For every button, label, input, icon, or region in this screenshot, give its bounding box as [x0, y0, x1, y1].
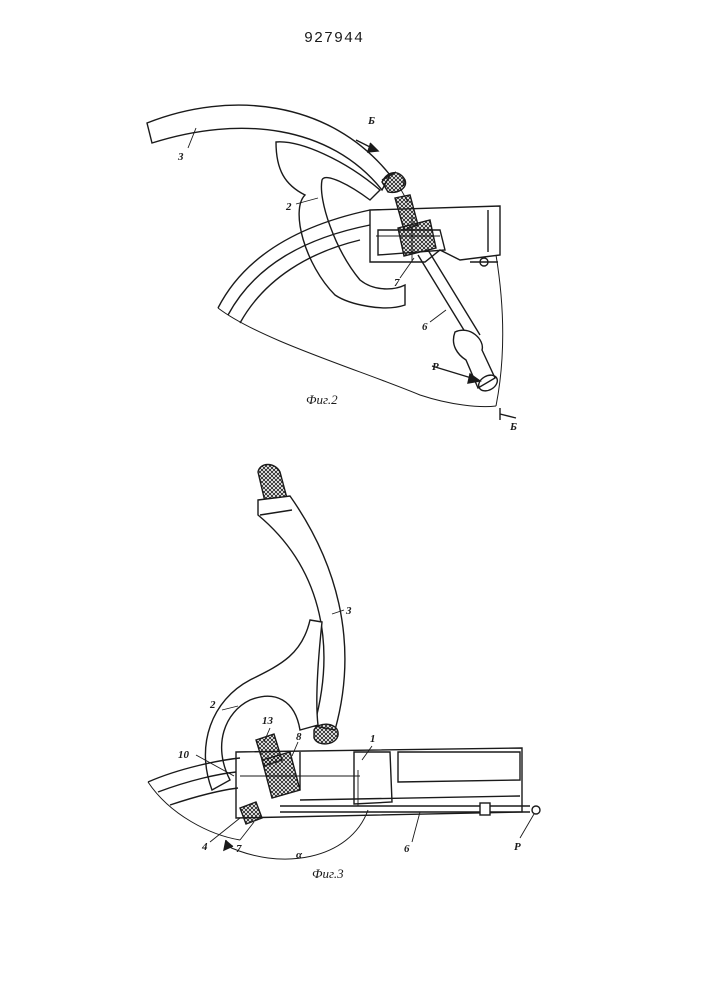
- figure-3: [148, 465, 540, 860]
- fig2-label-p: P: [432, 361, 439, 373]
- fig2-label-2: 2: [285, 201, 292, 213]
- fig3-label-10: 10: [178, 749, 190, 761]
- fig3-label-1: 1: [370, 733, 376, 745]
- fig3-label-7: 7: [236, 843, 242, 855]
- fig2-label-1: 1: [401, 177, 407, 189]
- fig3-label-alpha: α: [296, 849, 303, 861]
- fig2-label-section-bottom: Б: [509, 421, 517, 433]
- fig3-label-13: 13: [262, 715, 274, 727]
- fig2-spoke: [276, 142, 405, 308]
- fig2-label-3: 3: [177, 151, 184, 163]
- figure-3-labels: 3 2 13 8 1 10 4 7 α 6 P Фиг.3: [178, 605, 521, 881]
- fig2-label-7: 7: [394, 277, 400, 289]
- fig3-label-3: 3: [345, 605, 352, 617]
- fig3-label-6: 6: [404, 843, 410, 855]
- fig2-caption: Фиг.2: [306, 392, 338, 407]
- fig2-label-6: 6: [422, 321, 428, 333]
- figure-2: [147, 105, 516, 420]
- fig3-rim-bottom-end: [314, 724, 338, 744]
- fig2-section-arrow-bottom: [500, 414, 516, 418]
- fig3-label-p: P: [514, 841, 521, 853]
- fig2-label-section-top: Б: [367, 115, 375, 127]
- fig3-label-4: 4: [201, 841, 208, 853]
- fig3-label-8: 8: [296, 731, 302, 743]
- fig3-caption: Фиг.3: [312, 866, 344, 881]
- fig3-label-2: 2: [209, 699, 216, 711]
